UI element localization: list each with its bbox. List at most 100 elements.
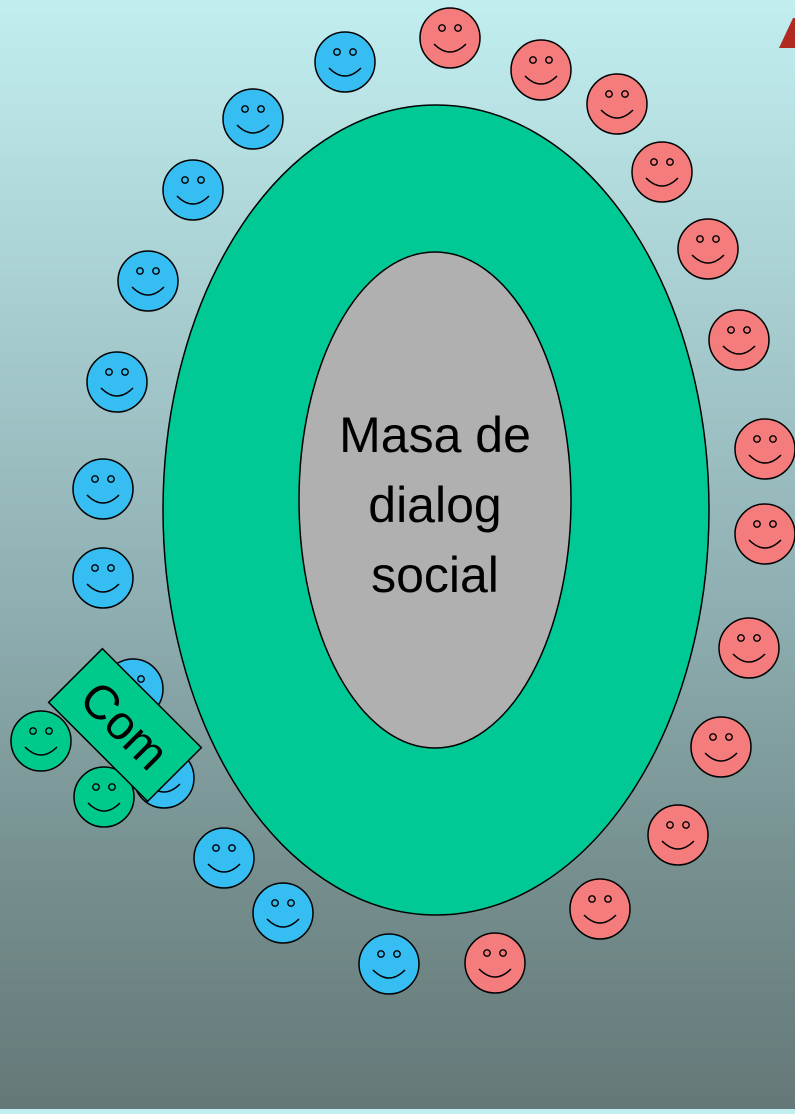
smiley-right-eye xyxy=(152,267,160,275)
smiley-blue-3 xyxy=(162,159,224,221)
smiley-blue-1 xyxy=(314,31,376,93)
smiley-face-icon xyxy=(690,716,752,778)
smiley-right-eye xyxy=(287,899,295,907)
smiley-right-eye xyxy=(743,326,751,334)
smiley-mouth xyxy=(87,802,121,812)
center-label: Masa de dialog social xyxy=(339,407,531,603)
smiley-mouth xyxy=(748,454,782,464)
inner-ellipse xyxy=(298,251,572,749)
smiley-face-icon xyxy=(419,7,481,69)
smiley-blue-6 xyxy=(72,458,134,520)
smiley-mouth xyxy=(131,286,165,296)
smiley-red-11 xyxy=(647,804,709,866)
smiley-blue-4 xyxy=(117,250,179,312)
smiley-face-icon xyxy=(464,932,526,994)
smiley-blue-11 xyxy=(252,882,314,944)
smiley-left-eye xyxy=(333,48,341,56)
smiley-right-eye xyxy=(712,235,720,243)
smiley-mouth xyxy=(328,67,362,77)
smiley-face-icon xyxy=(734,418,795,480)
smiley-left-eye xyxy=(241,105,249,113)
smiley-face-icon xyxy=(708,309,770,371)
smiley-right-eye xyxy=(682,821,690,829)
smiley-blue-7 xyxy=(72,547,134,609)
smiley-right-eye xyxy=(197,176,205,184)
smiley-face-icon xyxy=(677,218,739,280)
smiley-red-4 xyxy=(631,141,693,203)
smiley-face-icon xyxy=(117,250,179,312)
smiley-right-eye xyxy=(45,727,53,735)
smiley-left-eye xyxy=(91,475,99,483)
smiley-face-icon xyxy=(72,547,134,609)
smiley-right-eye xyxy=(454,24,462,32)
smiley-mouth xyxy=(266,918,300,928)
smiley-face-icon xyxy=(631,141,693,203)
smiley-face-icon xyxy=(647,804,709,866)
smiley-left-eye xyxy=(483,949,491,957)
smiley-left-eye xyxy=(212,844,220,852)
smiley-mouth xyxy=(24,746,58,756)
smiley-right-eye xyxy=(621,90,629,98)
smiley-left-eye xyxy=(588,895,596,903)
smiley-blue-10 xyxy=(193,827,255,889)
smiley-mouth xyxy=(478,968,512,978)
smiley-left-eye xyxy=(650,158,658,166)
smiley-mouth xyxy=(661,840,695,850)
smiley-face-icon xyxy=(10,710,72,772)
smiley-mouth xyxy=(645,177,679,187)
smiley-face-icon xyxy=(569,878,631,940)
smiley-right-eye xyxy=(137,675,145,683)
smiley-right-eye xyxy=(108,783,116,791)
smiley-right-eye xyxy=(666,158,674,166)
smiley-face-icon xyxy=(73,766,135,828)
smiley-left-eye xyxy=(709,733,717,741)
smiley-right-eye xyxy=(753,634,761,642)
smiley-mouth xyxy=(704,752,738,762)
smiley-left-eye xyxy=(105,368,113,376)
smiley-green-1 xyxy=(10,710,72,772)
smiley-right-eye xyxy=(107,564,115,572)
smiley-red-9 xyxy=(718,617,780,679)
center-label-line-1: Masa de xyxy=(339,407,531,463)
smiley-right-eye xyxy=(769,520,777,528)
smiley-mouth xyxy=(722,345,756,355)
smiley-left-eye xyxy=(753,435,761,443)
smiley-left-eye xyxy=(727,326,735,334)
smiley-face-icon xyxy=(718,617,780,679)
smiley-face-icon xyxy=(162,159,224,221)
smiley-mouth xyxy=(207,863,241,873)
smiley-face-icon xyxy=(86,351,148,413)
smiley-left-eye xyxy=(696,235,704,243)
smiley-mouth xyxy=(748,539,782,549)
smiley-right-eye xyxy=(769,435,777,443)
smiley-face-icon xyxy=(222,88,284,150)
center-label-line-2: dialog xyxy=(368,477,501,533)
smiley-red-10 xyxy=(690,716,752,778)
smiley-mouth xyxy=(524,75,558,85)
smiley-face-icon xyxy=(252,882,314,944)
smiley-right-eye xyxy=(545,56,553,64)
smiley-face-icon xyxy=(510,39,572,101)
smiley-right-eye xyxy=(121,368,129,376)
smiley-mouth xyxy=(372,969,406,979)
com-badge-box xyxy=(47,647,203,803)
center-label-line-3: social xyxy=(371,547,499,603)
smiley-face-icon xyxy=(734,503,795,565)
smiley-right-eye xyxy=(499,949,507,957)
smiley-mouth xyxy=(86,494,120,504)
smiley-blue-12 xyxy=(358,933,420,995)
corner-red-mark xyxy=(779,18,795,48)
smiley-left-eye xyxy=(91,564,99,572)
smiley-left-eye xyxy=(271,899,279,907)
smiley-mouth xyxy=(600,109,634,119)
smiley-green-2 xyxy=(73,766,135,828)
smiley-face-icon xyxy=(586,73,648,135)
smiley-faces xyxy=(10,7,795,995)
smiley-face-icon xyxy=(314,31,376,93)
smiley-red-6 xyxy=(708,309,770,371)
smiley-red-3 xyxy=(586,73,648,135)
smiley-mouth xyxy=(176,195,210,205)
smiley-left-eye xyxy=(29,727,37,735)
smiley-right-eye xyxy=(349,48,357,56)
